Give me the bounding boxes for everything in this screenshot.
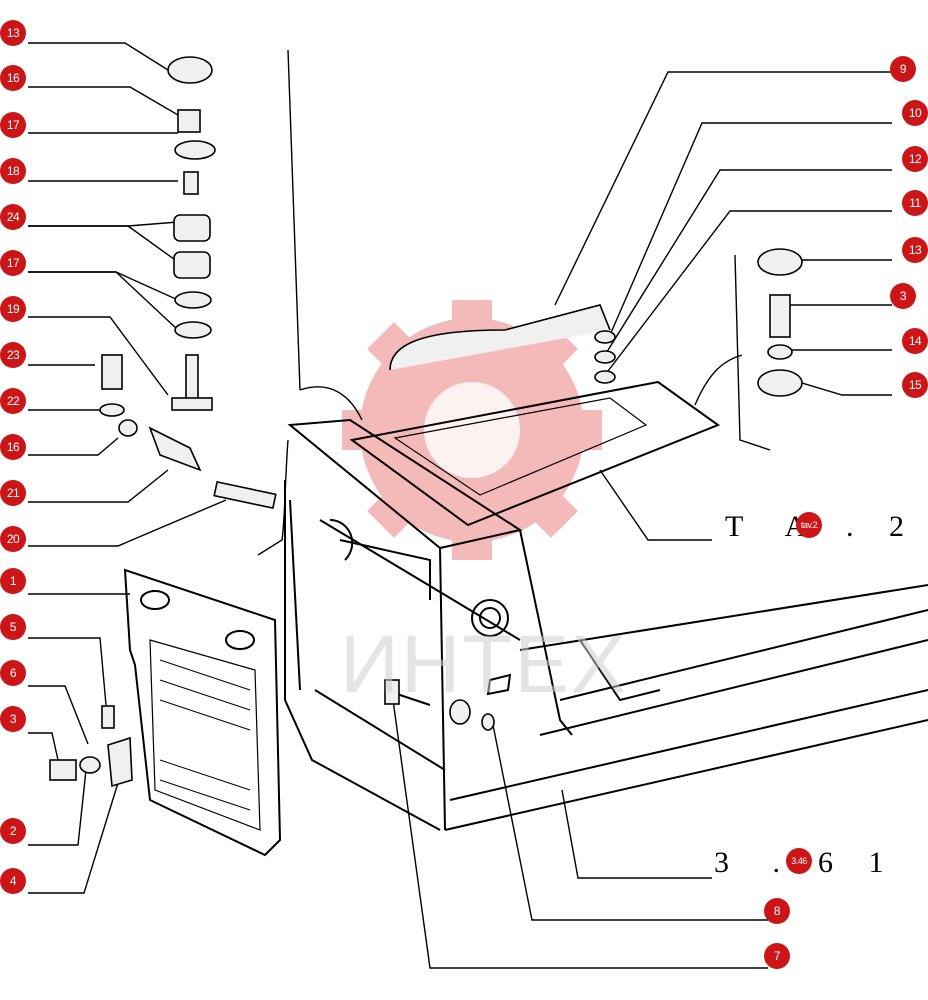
callout-14[interactable]: 14 (902, 328, 928, 354)
guard-plate (123, 568, 282, 857)
callout-18[interactable]: 18 (0, 158, 26, 184)
callout-19[interactable]: 19 (0, 296, 26, 322)
callout-7[interactable]: 7 (764, 943, 790, 969)
callout-13-top-left[interactable]: 13 (0, 20, 26, 46)
callout-3-46[interactable]: 3.46 (786, 848, 812, 874)
lathe-frame (284, 380, 928, 831)
callout-17-top-left[interactable]: 17 (0, 112, 26, 138)
right-parts (389, 248, 803, 397)
callout-4[interactable]: 4 (0, 868, 26, 894)
callout-5[interactable]: 5 (0, 614, 26, 640)
callout-24[interactable]: 24 (0, 204, 26, 230)
callout-8[interactable]: 8 (764, 898, 790, 924)
leader-lines (28, 42, 892, 969)
callout-9[interactable]: 9 (890, 56, 916, 82)
callout-16-middle-left[interactable]: 16 (0, 434, 26, 460)
callout-12[interactable]: 12 (902, 146, 928, 172)
callout-1[interactable]: 1 (0, 568, 26, 594)
watermark-text: ИНТЕХ (340, 619, 628, 710)
callout-tav-2[interactable]: tav.2 (796, 512, 822, 538)
callout-17-middle-left[interactable]: 17 (0, 250, 26, 276)
callout-6[interactable]: 6 (0, 660, 26, 686)
callout-11[interactable]: 11 (902, 190, 928, 216)
callout-20[interactable]: 20 (0, 526, 26, 552)
callout-23[interactable]: 23 (0, 342, 26, 368)
callout-13-right[interactable]: 13 (902, 237, 928, 263)
callout-21[interactable]: 21 (0, 480, 26, 506)
callout-3-left[interactable]: 3 (0, 706, 26, 732)
callout-15[interactable]: 15 (902, 372, 928, 398)
page-ref-suffix: 6 1 (818, 846, 898, 879)
left-parts (49, 56, 495, 788)
page-ref-prefix: 3 . (714, 846, 798, 879)
callout-2[interactable]: 2 (0, 818, 26, 844)
tav-ref-suffix: . 2 (846, 510, 918, 543)
callout-3-right[interactable]: 3 (890, 283, 916, 309)
callout-16-top-left[interactable]: 16 (0, 65, 26, 91)
callout-10[interactable]: 10 (902, 100, 928, 126)
callout-22[interactable]: 22 (0, 388, 26, 414)
